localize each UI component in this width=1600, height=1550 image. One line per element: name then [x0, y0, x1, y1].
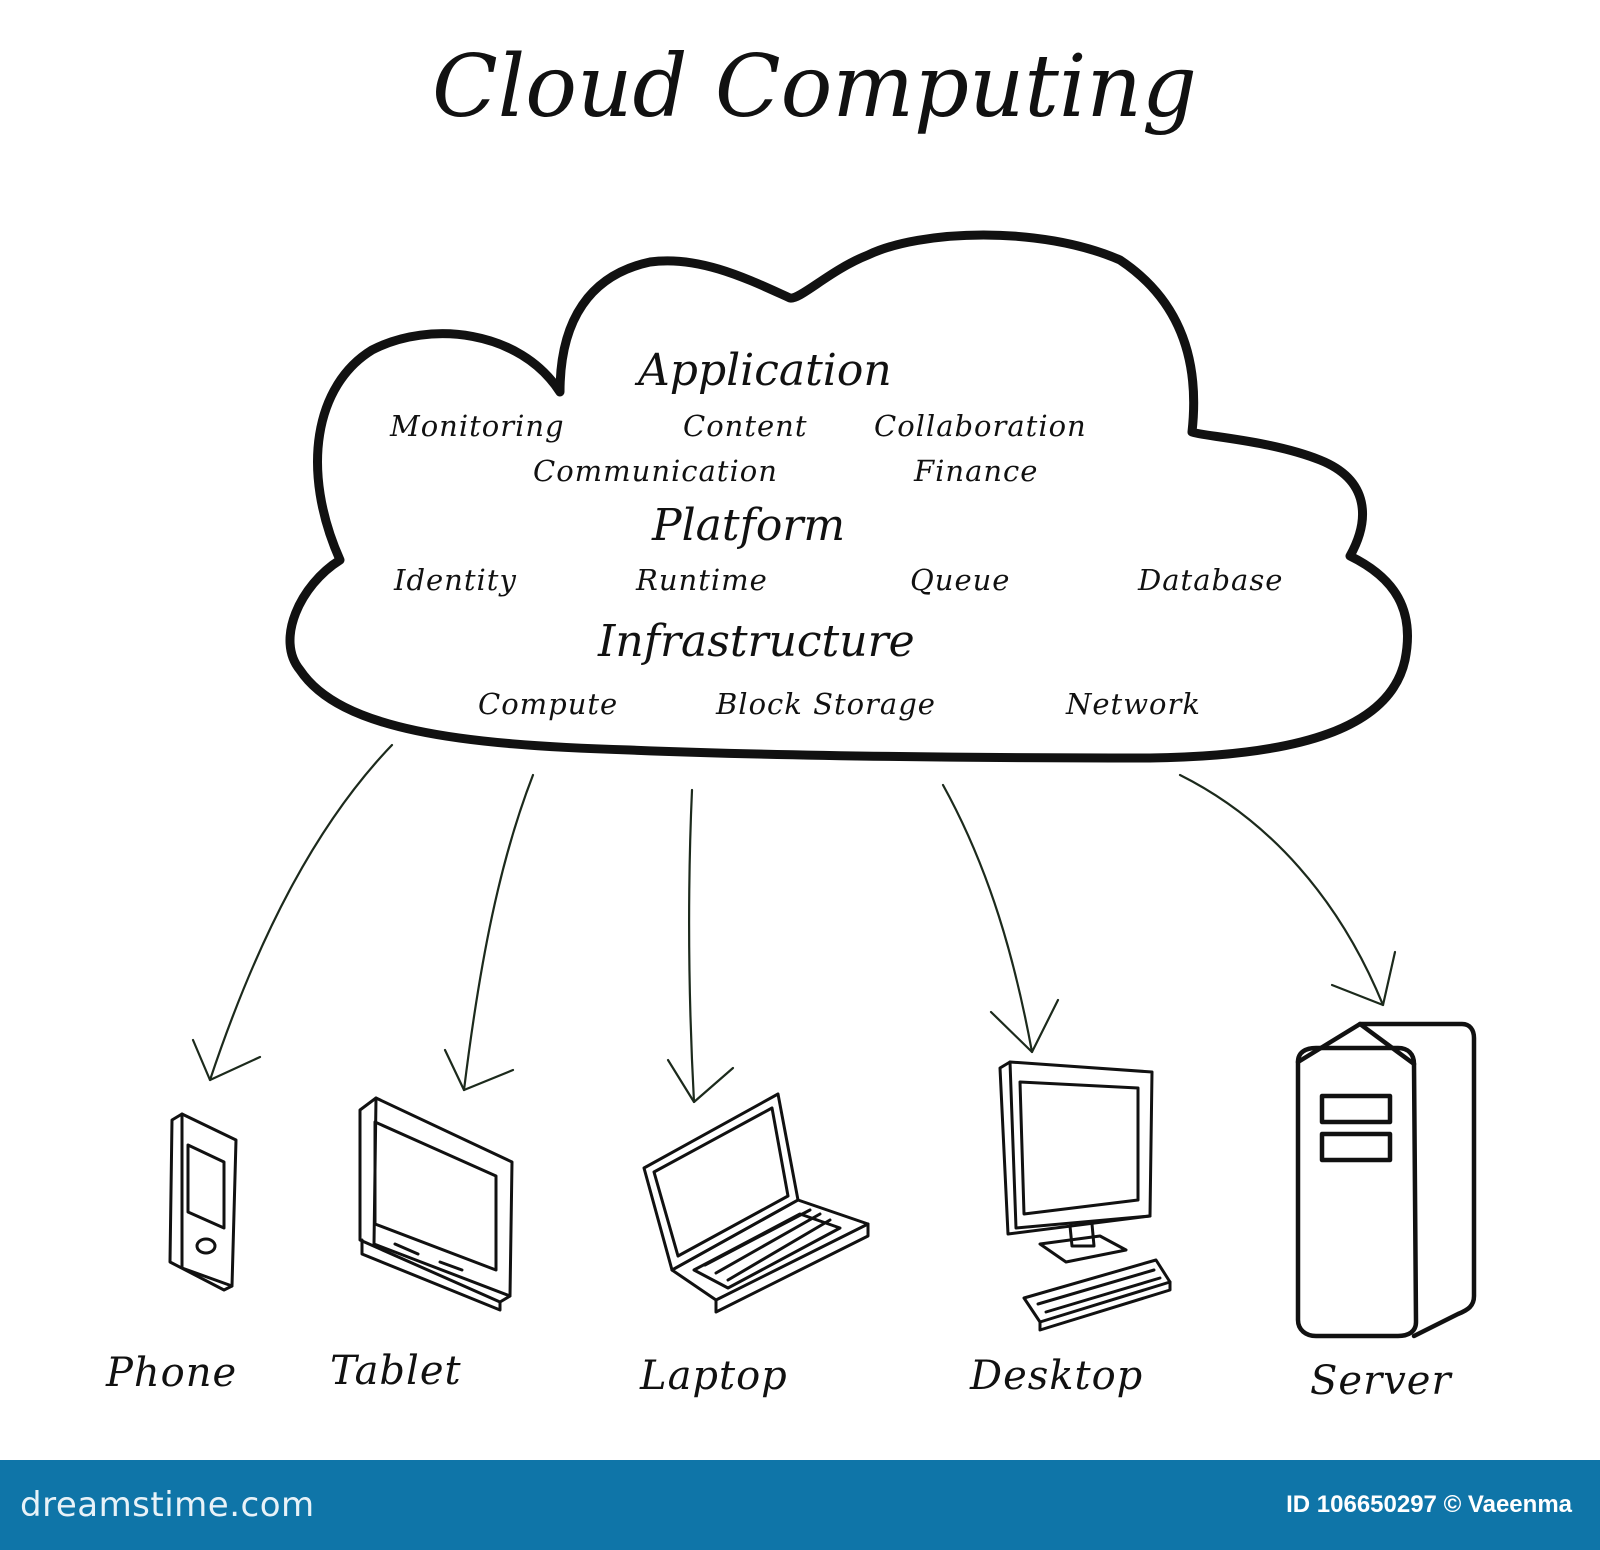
layer-heading-application: Application	[634, 345, 892, 396]
watermark-footer-bar: dreamstime.com ID 106650297 © Vaeenma	[0, 1460, 1600, 1550]
cloud-outline	[285, 230, 1413, 763]
diagram-title: Cloud Computing	[432, 37, 1197, 137]
device-label-server: Server	[1310, 1358, 1453, 1404]
footer-credit: ID 106650297 © Vaeenma	[1286, 1491, 1572, 1518]
item-network: Network	[1065, 687, 1201, 721]
device-label-laptop: Laptop	[639, 1353, 788, 1399]
item-communication: Communication	[533, 454, 778, 488]
item-content: Content	[683, 409, 807, 443]
arrow-to-server	[1178, 773, 1397, 1007]
device-label-tablet: Tablet	[330, 1348, 462, 1394]
item-runtime: Runtime	[635, 563, 768, 597]
item-collaboration: Collaboration	[874, 409, 1087, 443]
arrow-to-tablet	[443, 773, 535, 1092]
device-label-desktop: Desktop	[969, 1353, 1143, 1399]
item-finance: Finance	[913, 454, 1038, 488]
phone-icon	[168, 1112, 238, 1292]
laptop-icon	[642, 1092, 870, 1314]
layer-heading-platform: Platform	[651, 500, 845, 551]
server-icon	[1295, 1021, 1477, 1339]
arrow-to-phone	[191, 743, 394, 1082]
item-identity: Identity	[393, 563, 517, 597]
cloud-computing-diagram: Cloud Computing Application Platform Inf…	[105, 37, 1477, 1404]
item-queue: Queue	[910, 563, 1010, 597]
item-monitoring: Monitoring	[389, 409, 565, 443]
footer-brand: dreamstime.com	[20, 1485, 315, 1525]
arrow-to-laptop	[666, 788, 735, 1104]
device-label-phone: Phone	[105, 1350, 237, 1396]
tablet-icon	[358, 1096, 514, 1312]
item-block-storage: Block Storage	[715, 687, 936, 721]
layer-heading-infrastructure: Infrastructure	[597, 616, 915, 667]
arrow-to-desktop	[941, 783, 1060, 1054]
item-database: Database	[1137, 563, 1283, 597]
item-compute: Compute	[478, 687, 618, 721]
desktop-icon	[998, 1060, 1172, 1332]
